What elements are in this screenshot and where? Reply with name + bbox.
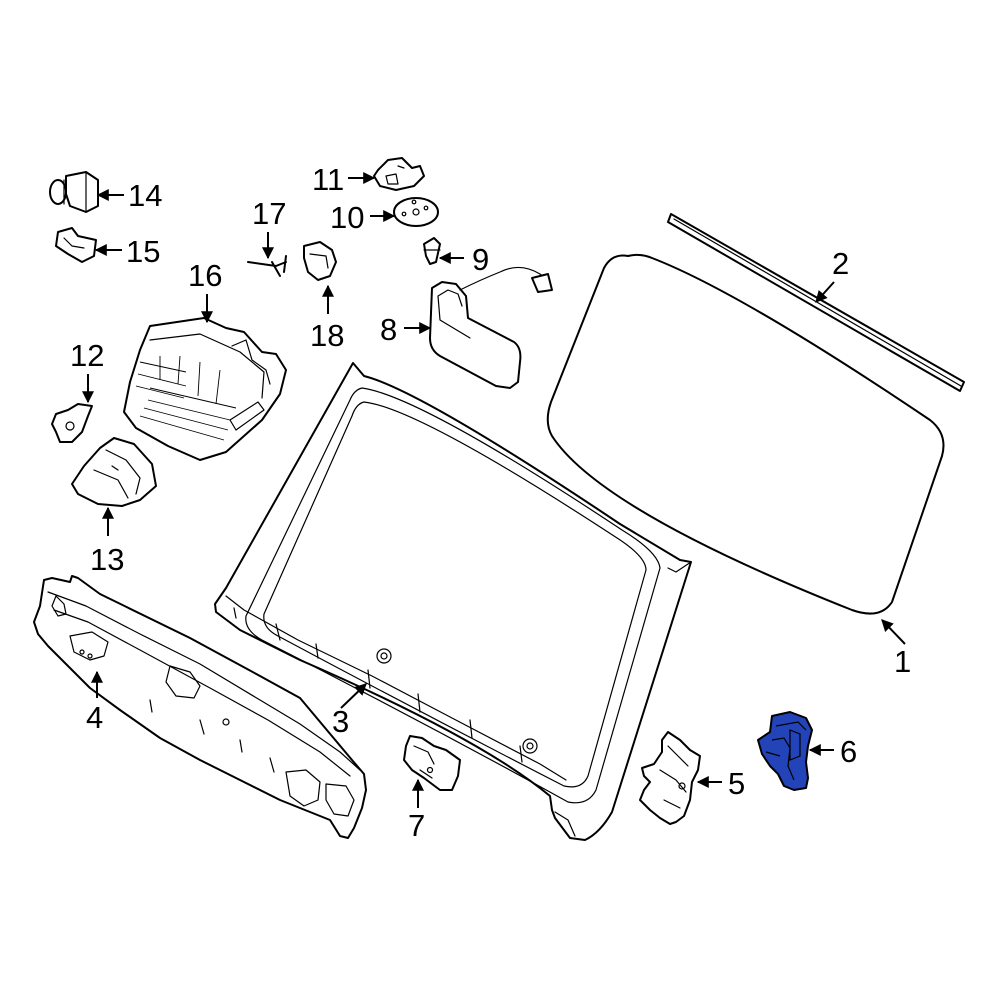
mount-plate-icon[interactable] [373,157,425,191]
callout-2: 2 [832,246,849,281]
callout-12: 12 [70,338,104,373]
windshield-frame-icon[interactable] [214,362,692,841]
callout-7: 7 [408,808,425,843]
sensor-housing-icon[interactable] [123,317,287,461]
screw-icon[interactable] [423,237,441,265]
bracket-small-icon[interactable] [51,403,93,443]
bracket-highlighted-icon[interactable] [757,711,813,791]
callout-15: 15 [126,234,160,269]
camera-bracket-icon[interactable] [55,227,97,263]
mirror-cover-icon[interactable] [429,266,553,389]
cowl-panel-icon[interactable] [33,575,367,839]
callout-17: 17 [252,196,286,231]
callout-9: 9 [472,242,489,277]
callout-5: 5 [728,766,745,801]
callout-18: 18 [310,318,344,353]
bracket-icon[interactable] [639,731,701,825]
callout-16: 16 [188,258,222,293]
leader-lines [82,172,906,808]
sensor-cover-icon[interactable] [71,437,157,507]
callout-10: 10 [330,200,364,235]
clip-bracket-icon[interactable] [403,735,461,791]
wire-clip-icon[interactable] [247,255,287,277]
callout-14: 14 [128,178,162,213]
callout-3: 3 [332,704,349,739]
mirror-mount-icon[interactable] [393,197,439,227]
rain-sensor-icon[interactable] [303,241,337,281]
callout-13: 13 [90,542,124,577]
callout-8: 8 [380,312,397,347]
callout-11: 11 [312,162,344,197]
callout-4: 4 [86,700,103,735]
callout-6: 6 [840,734,857,769]
windshield-glass-icon[interactable] [546,253,945,615]
camera-icon[interactable] [49,171,99,213]
callout-1: 1 [894,644,911,679]
